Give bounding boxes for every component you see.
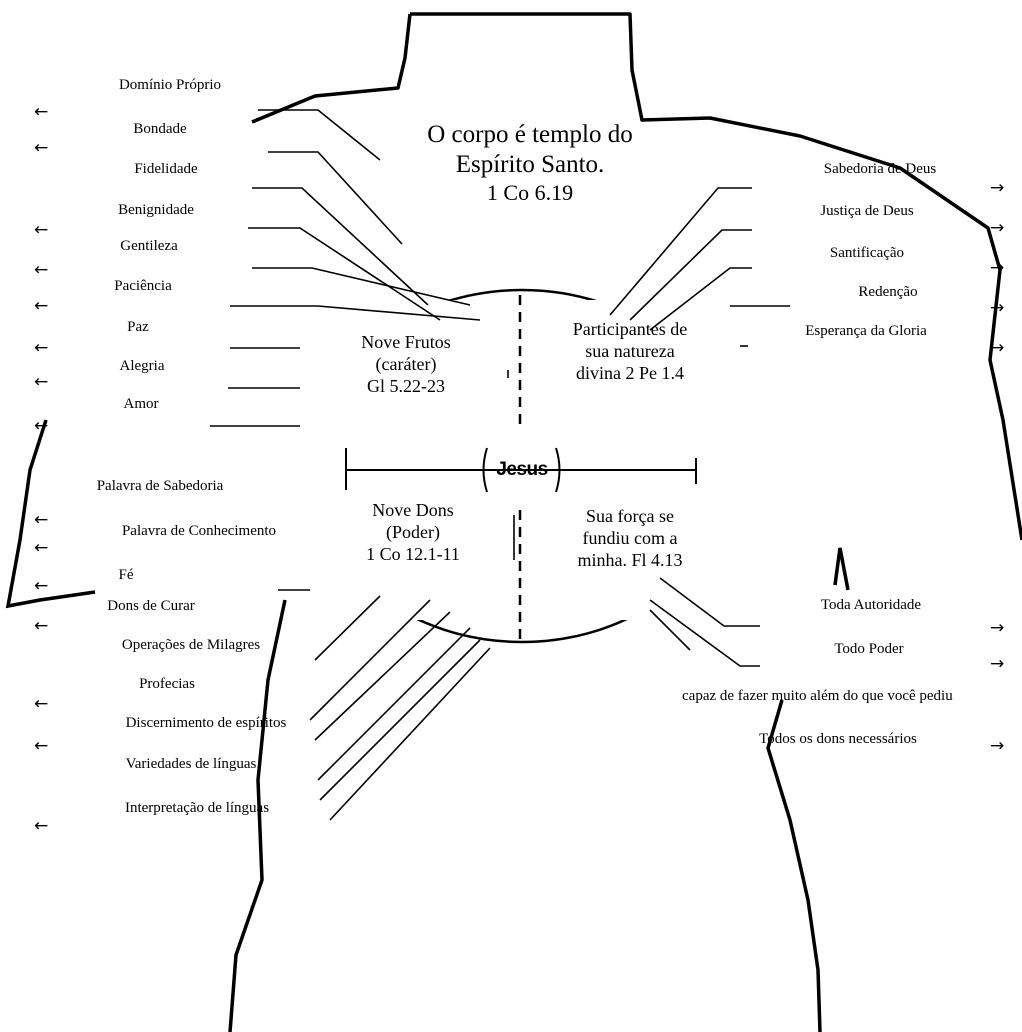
quadrant-fruits: Nove Frutos (caráter) Gl 5.22-23: [361, 332, 451, 398]
gift-label: Interpretação de línguas: [124, 800, 270, 816]
fruit-leader-line: [230, 305, 481, 321]
arrow-left-icon: ←: [34, 338, 49, 358]
main-title: O corpo é templo do Espírito Santo. 1 Co…: [427, 120, 633, 206]
quadrant-strength-line-1: Sua força se: [586, 506, 674, 526]
arrow-right-icon: →: [990, 218, 1005, 238]
fruit-label: Paciência: [114, 278, 172, 294]
quadrant-divine-nature: Participantes de sua natureza divina 2 P…: [573, 319, 687, 385]
power-label: Todo Poder: [834, 641, 904, 657]
fruit-leader-line: [252, 267, 471, 306]
fruit-label: Bondade: [133, 121, 187, 137]
nature-label: Esperança da Gloria: [805, 323, 927, 339]
nature-label: Redenção: [858, 284, 918, 300]
nature-label: Sabedoria de Deus: [823, 161, 937, 177]
gift-label: Discernimento de espíritos: [125, 715, 287, 731]
fruit-label: Alegria: [119, 358, 165, 374]
gift-leader-line: [314, 611, 451, 741]
arrow-right-icon: →: [990, 258, 1005, 278]
fruit-label: Benignidade: [118, 202, 194, 218]
fruit-leader-line: [268, 151, 403, 245]
gift-leader-line: [317, 627, 471, 781]
quadrant-fruits-line-1: Nove Frutos: [361, 332, 451, 352]
arrow-right-icon: →: [990, 178, 1005, 198]
arrow-left-icon: ←: [34, 538, 49, 558]
gift-label: Fé: [118, 567, 134, 583]
arrow-left-icon: ←: [34, 816, 49, 836]
quadrant-gifts-line-1: Nove Dons: [372, 500, 454, 520]
power-label: Toda Autoridade: [820, 597, 922, 613]
power-label: Todos os dons necessários: [759, 731, 917, 747]
gift-leader-line: [329, 647, 491, 821]
fruit-label: Domínio Próprio: [118, 77, 222, 93]
quadrant-gifts-line-3: 1 Co 12.1-11: [366, 543, 460, 564]
fruit-label: Amor: [123, 396, 159, 412]
nature-leader-line: [649, 267, 752, 331]
quadrant-fruits-line-3: Gl 5.22-23: [367, 375, 445, 396]
arrow-right-icon: →: [990, 338, 1005, 358]
quadrant-strength-line-2: fundiu com a: [582, 527, 678, 548]
nature-label: Justiça de Deus: [820, 203, 914, 219]
power-label: capaz de fazer muito além do que você pe…: [682, 688, 953, 704]
quadrant-nature-line-1: Participantes de: [572, 319, 688, 339]
title-line-1: O corpo é templo do: [427, 121, 633, 148]
gift-label: Dons de Curar: [107, 598, 195, 614]
arrow-right-icon: →: [990, 736, 1005, 756]
power-leader-line: [649, 609, 691, 651]
quadrant-strength: Sua força se fundiu com a minha. Fl 4.13: [577, 506, 682, 572]
arrow-right-icon: →: [990, 298, 1005, 318]
arrow-left-icon: ←: [34, 260, 49, 280]
power-leader-line: [659, 577, 760, 627]
gift-label: Palavra de Sabedoria: [96, 478, 224, 494]
gift-label: Variedades de línguas: [125, 756, 257, 772]
nature-label: Santificação: [829, 245, 905, 261]
center-label-jesus: Jesus: [496, 459, 548, 480]
quadrant-nature-line-2: sua natureza: [585, 340, 675, 361]
arrow-right-icon: →: [990, 618, 1005, 638]
jesus-bracket: [482, 447, 561, 493]
arrow-left-icon: ←: [34, 416, 49, 436]
arrow-right-icon: →: [990, 654, 1005, 674]
arrow-left-icon: ←: [34, 616, 49, 636]
gift-leader-line: [314, 595, 381, 661]
gift-label: Operações de Milagres: [121, 637, 261, 653]
arrow-left-icon: ←: [34, 102, 49, 122]
arrow-left-icon: ←: [34, 296, 49, 316]
fruit-label: Gentileza: [120, 238, 178, 254]
nature-leader-line: [609, 187, 752, 316]
quadrant-gifts: Nove Dons (Poder) 1 Co 12.1-11: [366, 500, 460, 566]
arrow-left-icon: ←: [34, 736, 49, 756]
body-silhouette: [228, 12, 1022, 1032]
title-line-2: Espírito Santo.: [455, 151, 605, 178]
fruit-leader-line: [258, 109, 381, 161]
quadrant-nature-line-3: divina 2 Pe 1.4: [576, 362, 684, 383]
quadrant-gifts-line-2: (Poder): [386, 521, 440, 542]
quadrant-strength-line-3: minha. Fl 4.13: [577, 549, 683, 570]
fruit-label: Fidelidade: [134, 161, 198, 177]
gift-leader-line: [319, 639, 481, 801]
right-inner-mark: [833, 547, 850, 591]
nature-leader-line: [629, 229, 752, 321]
gift-label: Palavra de Conhecimento: [121, 523, 277, 539]
arrow-left-icon: ←: [34, 510, 49, 530]
left-torso-edge: [5, 419, 96, 609]
fruit-leader-line: [248, 227, 441, 321]
arrow-left-icon: ←: [34, 694, 49, 714]
arrow-left-icon: ←: [34, 220, 49, 240]
title-reference: 1 Co 6.19: [486, 180, 574, 205]
quadrant-fruits-line-2: (caráter): [375, 353, 437, 374]
leader-lines: [210, 109, 790, 821]
arrow-left-icon: ←: [34, 372, 49, 392]
fruit-label: Paz: [127, 319, 149, 335]
arrow-left-icon: ←: [34, 138, 49, 158]
fruit-leader-line: [252, 187, 429, 306]
power-leader-line: [649, 599, 760, 667]
gift-label: Profecias: [139, 676, 195, 692]
arrow-left-icon: ←: [34, 576, 49, 596]
gift-leader-line: [309, 599, 431, 721]
